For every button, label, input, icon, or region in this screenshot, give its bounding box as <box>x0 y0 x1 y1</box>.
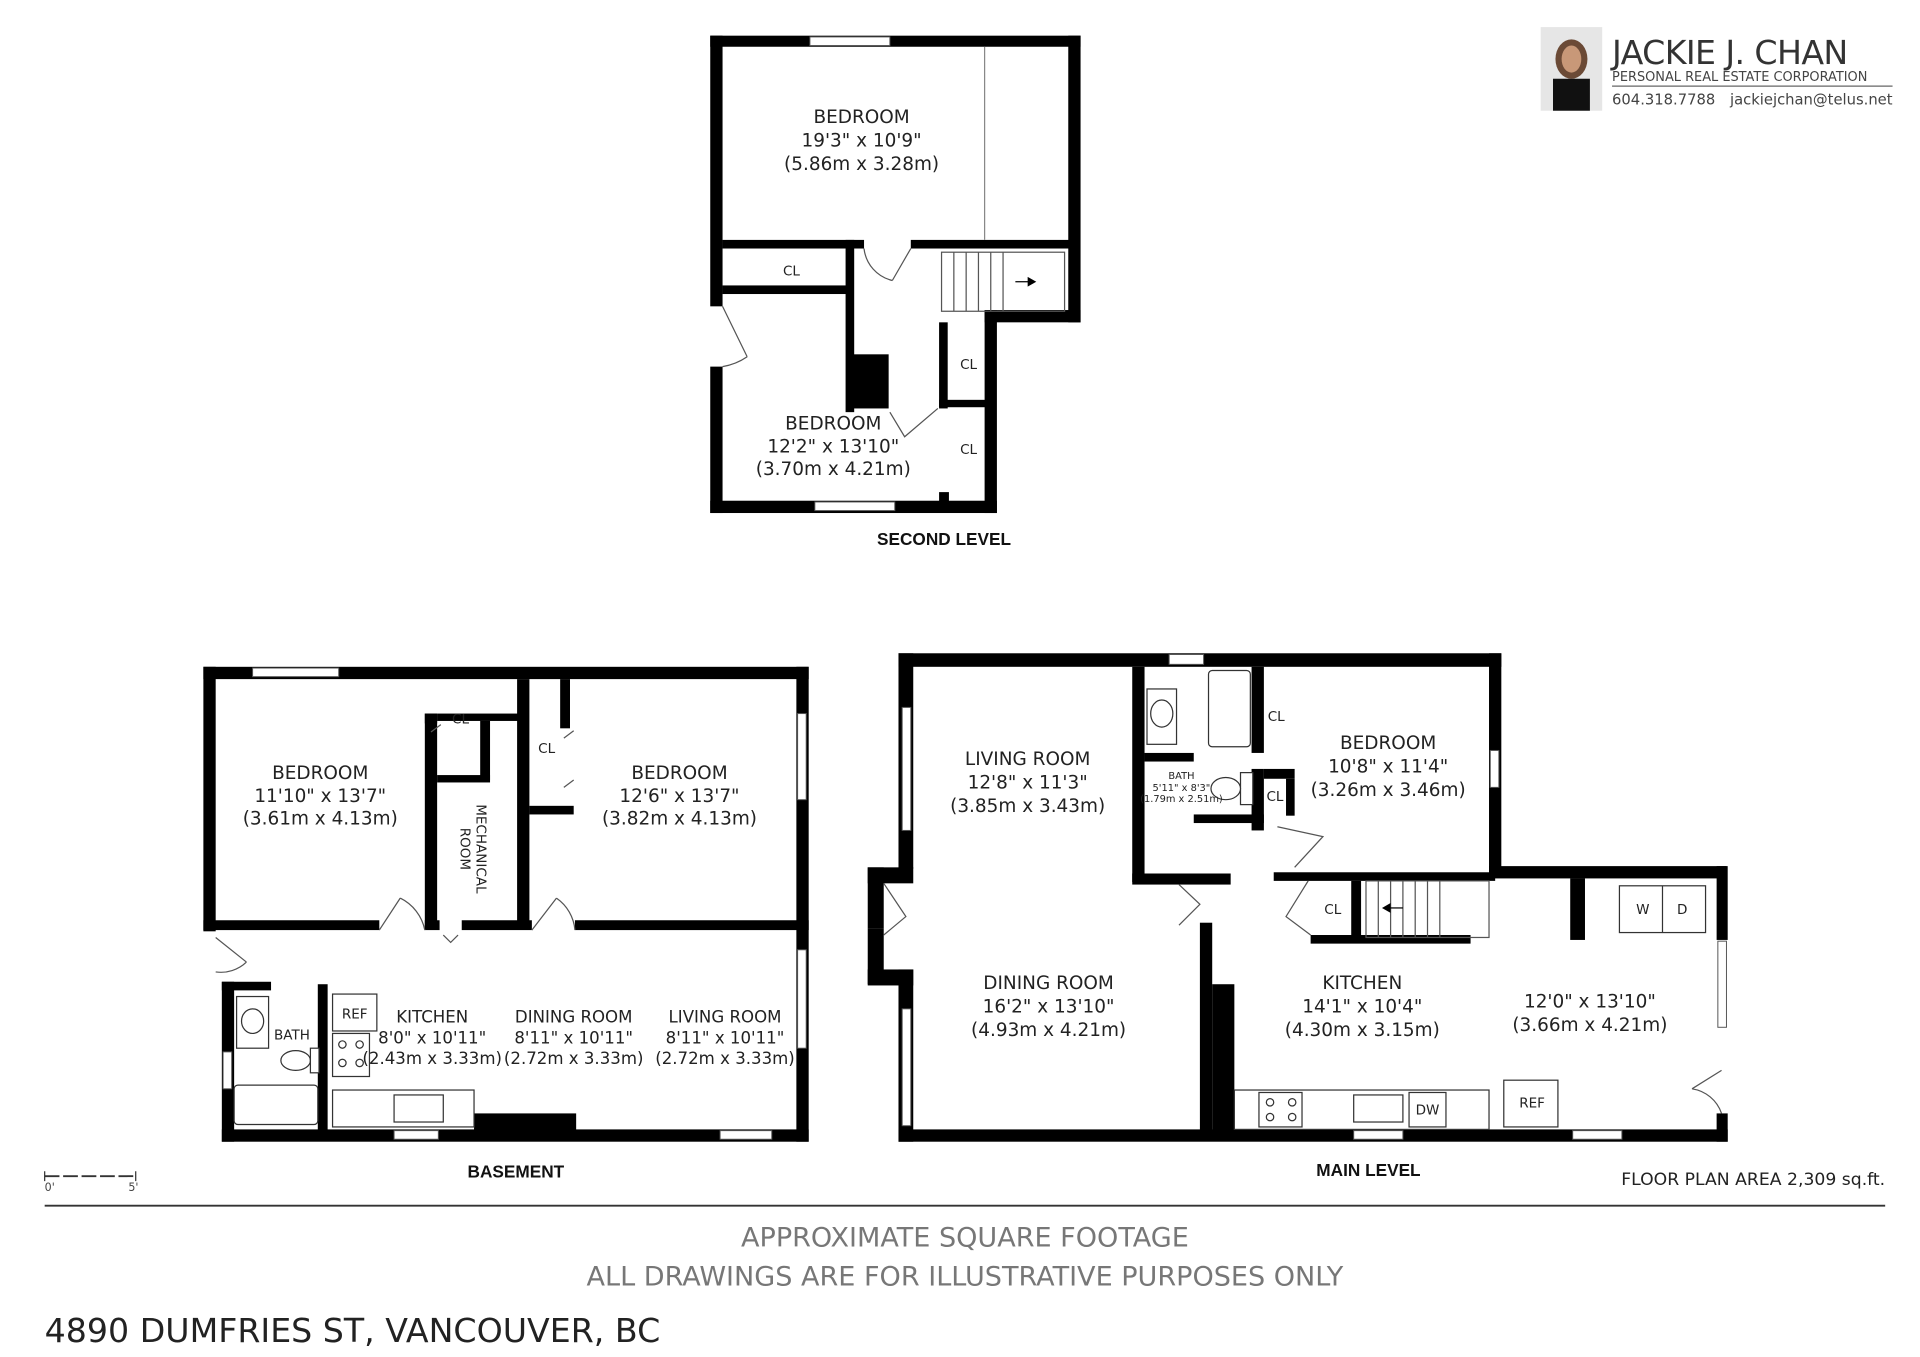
ref-label: REF <box>1519 1095 1545 1111</box>
disclaimer-line-1: APPROXIMATE SQUARE FOOTAGE <box>741 1222 1189 1253</box>
svg-text:5': 5' <box>128 1181 138 1194</box>
scale-bar: 0' 5' <box>44 1171 138 1194</box>
svg-text:14'1" x 10'4": 14'1" x 10'4" <box>1302 997 1422 1018</box>
room-main-bedroom: BEDROOM 10'8" x 11'4" (3.26m x 3.46m) <box>1311 733 1466 801</box>
agent-branding: JACKIE J. CHAN PERSONAL REAL ESTATE CORP… <box>1540 27 1893 111</box>
svg-text:(4.30m x 3.15m): (4.30m x 3.15m) <box>1285 1020 1440 1041</box>
property-address: 4890 DUMFRIES ST, VANCOUVER, BC <box>45 1311 661 1350</box>
svg-text:LIVING ROOM: LIVING ROOM <box>965 749 1090 770</box>
svg-text:12'2" x 13'10": 12'2" x 13'10" <box>767 437 899 458</box>
svg-text:8'0" x 10'11": 8'0" x 10'11" <box>378 1028 486 1047</box>
svg-text:(4.93m x 4.21m): (4.93m x 4.21m) <box>971 1020 1126 1041</box>
floor-area: FLOOR PLAN AREA 2,309 sq.ft. <box>1621 1170 1885 1190</box>
closet-label: CL <box>783 264 800 280</box>
washer-label: W <box>1636 902 1649 918</box>
room-basement-bedroom-2: BEDROOM 12'6" x 13'7" (3.82m x 4.13m) <box>602 763 757 830</box>
closet-label: CL <box>960 442 977 458</box>
dryer-label: D <box>1677 902 1687 918</box>
svg-text:0': 0' <box>45 1181 55 1194</box>
room-bedroom-large: BEDROOM 19'3" x 10'9" (5.86m x 3.28m) <box>784 107 939 175</box>
svg-text:(2.43m x 3.33m): (2.43m x 3.33m) <box>362 1049 502 1068</box>
svg-text:12'6" x 13'7": 12'6" x 13'7" <box>619 786 739 807</box>
svg-text:BEDROOM: BEDROOM <box>631 763 727 784</box>
svg-text:19'3" x 10'9": 19'3" x 10'9" <box>802 130 922 151</box>
basement-plan: CL CL MECHANICAL ROOM BATH REF BEDROOM 1… <box>203 666 809 1181</box>
svg-text:LIVING ROOM: LIVING ROOM <box>669 1007 782 1026</box>
closet-label: CL <box>1268 709 1285 725</box>
basement-label: BASEMENT <box>468 1161 565 1181</box>
svg-text:(3.82m x 4.13m): (3.82m x 4.13m) <box>602 808 757 829</box>
closet-label: CL <box>452 711 469 727</box>
bath-label: BATH <box>274 1028 310 1044</box>
svg-text:10'8" x 11'4": 10'8" x 11'4" <box>1328 757 1448 778</box>
agent-phone: 604.318.7788 <box>1612 92 1715 109</box>
svg-text:(2.72m x 3.33m): (2.72m x 3.33m) <box>655 1049 795 1068</box>
svg-text:(3.66m x 4.21m): (3.66m x 4.21m) <box>1512 1015 1667 1036</box>
disclaimer-line-2: ALL DRAWINGS ARE FOR ILLUSTRATIVE PURPOS… <box>587 1262 1344 1293</box>
main-bath: BATH 5'11" x 8'3" (1.79m x 2.51m) <box>1140 771 1223 805</box>
room-basement-bedroom-1: BEDROOM 11'10" x 13'7" (3.61m x 4.13m) <box>243 763 398 830</box>
agent-name: JACKIE J. CHAN <box>1610 33 1848 72</box>
svg-text:MECHANICAL: MECHANICAL <box>472 804 488 894</box>
svg-text:BEDROOM: BEDROOM <box>785 413 881 434</box>
room-main-living: LIVING ROOM 12'8" x 11'3" (3.85m x 3.43m… <box>950 749 1105 817</box>
svg-text:12'8" x 11'3": 12'8" x 11'3" <box>968 773 1088 794</box>
svg-text:(3.85m x 3.43m): (3.85m x 3.43m) <box>950 796 1105 817</box>
svg-text:DINING ROOM: DINING ROOM <box>515 1007 633 1026</box>
second-level-plan: CL CL CL BEDROOM 19'3" x 10'9" (5.86m x … <box>710 35 1081 549</box>
main-level-plan: BATH 5'11" x 8'3" (1.79m x 2.51m) CL CL … <box>867 653 1728 1180</box>
svg-text:KITCHEN: KITCHEN <box>1322 973 1402 994</box>
stairs <box>1365 880 1490 939</box>
svg-text:8'11" x 10'11": 8'11" x 10'11" <box>514 1028 633 1047</box>
closet-label: CL <box>538 741 555 757</box>
svg-text:(1.79m x 2.51m): (1.79m x 2.51m) <box>1140 794 1223 805</box>
svg-text:(3.26m x 3.46m): (3.26m x 3.46m) <box>1311 780 1466 801</box>
svg-text:ROOM: ROOM <box>457 828 473 870</box>
closet-label: CL <box>1266 789 1283 805</box>
svg-text:8'11" x 10'11": 8'11" x 10'11" <box>666 1028 785 1047</box>
room-main-kitchen: KITCHEN 14'1" x 10'4" (4.30m x 3.15m) <box>1285 973 1440 1041</box>
svg-text:12'0" x 13'10": 12'0" x 13'10" <box>1524 992 1656 1013</box>
agent-email: jackiejchan@telus.net <box>1729 92 1893 109</box>
main-level-label: MAIN LEVEL <box>1316 1160 1420 1180</box>
svg-text:(3.61m x 4.13m): (3.61m x 4.13m) <box>243 808 398 829</box>
bath-fixtures <box>1146 669 1254 806</box>
ref-label: REF <box>342 1007 368 1023</box>
closet-label: CL <box>1324 902 1341 918</box>
room-basement-dining: DINING ROOM 8'11" x 10'11" (2.72m x 3.33… <box>504 1007 644 1068</box>
svg-text:DINING ROOM: DINING ROOM <box>983 973 1114 994</box>
svg-text:KITCHEN: KITCHEN <box>396 1007 468 1026</box>
svg-text:(2.72m x 3.33m): (2.72m x 3.33m) <box>504 1049 644 1068</box>
dishwasher-label: DW <box>1416 1103 1440 1119</box>
room-bedroom-small: BEDROOM 12'2" x 13'10" (3.70m x 4.21m) <box>756 413 911 480</box>
room-basement-living: LIVING ROOM 8'11" x 10'11" (2.72m x 3.33… <box>655 1007 795 1068</box>
room-basement-kitchen: KITCHEN 8'0" x 10'11" (2.43m x 3.33m) <box>362 1007 502 1068</box>
agent-company: PERSONAL REAL ESTATE CORPORATION <box>1612 70 1867 85</box>
mechanical-room: MECHANICAL ROOM <box>457 804 489 894</box>
room-main-dining: DINING ROOM 16'2" x 13'10" (4.93m x 4.21… <box>971 973 1126 1041</box>
svg-text:BEDROOM: BEDROOM <box>813 107 909 128</box>
svg-text:(3.70m x 4.21m): (3.70m x 4.21m) <box>756 459 911 480</box>
closet-label: CL <box>960 357 977 373</box>
svg-text:BEDROOM: BEDROOM <box>272 763 368 784</box>
svg-text:(5.86m x 3.28m): (5.86m x 3.28m) <box>784 154 939 175</box>
svg-text:11'10" x 13'7": 11'10" x 13'7" <box>254 786 386 807</box>
stairs <box>940 251 1066 312</box>
svg-text:5'11" x 8'3": 5'11" x 8'3" <box>1153 783 1211 794</box>
second-level-label: SECOND LEVEL <box>877 529 1011 549</box>
svg-text:BATH: BATH <box>1168 771 1194 782</box>
room-main-family: 12'0" x 13'10" (3.66m x 4.21m) <box>1512 992 1667 1036</box>
svg-text:16'2" x 13'10": 16'2" x 13'10" <box>983 997 1115 1018</box>
svg-text:BEDROOM: BEDROOM <box>1340 733 1436 754</box>
bath-fixtures <box>233 995 320 1126</box>
